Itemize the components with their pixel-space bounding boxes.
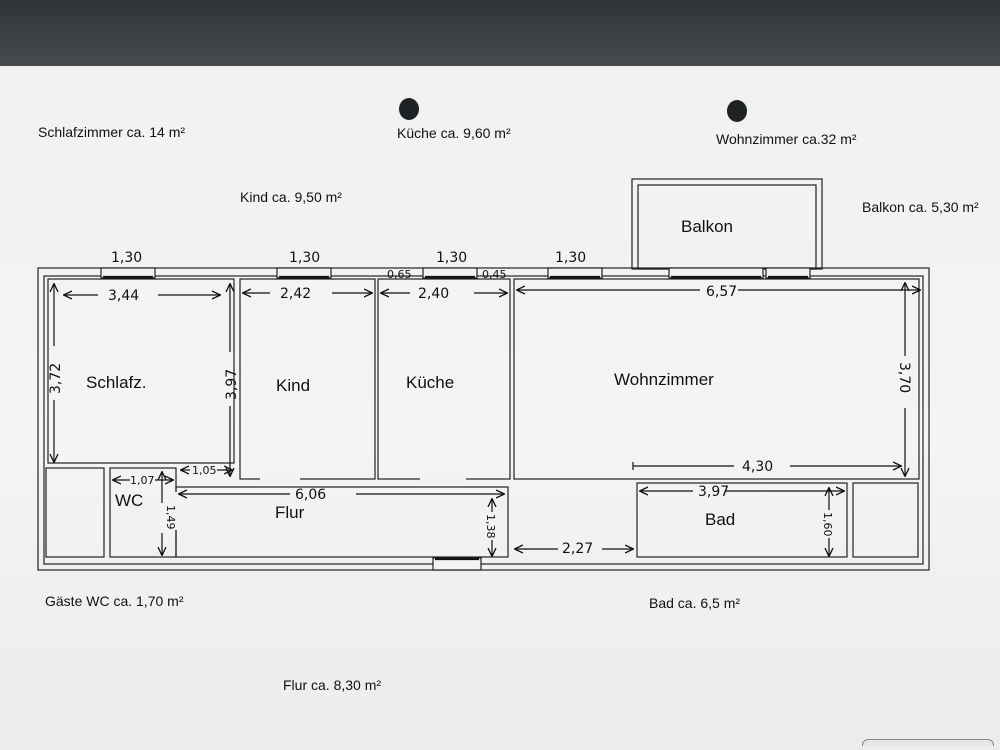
punch-hole-right [727,100,747,122]
room-label-wc: WC [115,491,143,510]
room-label-schlafz: Schlafz. [86,373,146,392]
dim-wc-width: 1,07 [130,474,155,487]
dim-schlaf-height: 3,72 [48,363,64,394]
dim-wc-height: 1,49 [164,505,177,530]
room-kind [239,278,376,480]
dim-window-schlafzimmer: 1,30 [111,250,142,266]
dim-window-kueche: 1,30 [436,250,467,266]
dim-kind-width: 2,42 [280,286,311,302]
room-flur [175,486,509,558]
dim-flur-width: 6,06 [295,487,326,503]
room-store-left [45,467,105,558]
dim-wohn-lower: 4,30 [742,459,773,475]
room-wohnzimmer [513,278,920,480]
dim-bad-width: 3,97 [698,484,729,500]
dim-kueche-right: 0,45 [482,268,507,281]
dim-kind-height: 3,97 [224,369,240,400]
dim-window-kind: 1,30 [289,250,320,266]
room-bad [636,482,848,558]
dim-wc-small: 1,05 [192,464,217,477]
dim-kueche-left: 0,65 [387,268,412,281]
dim-flur-height: 1,38 [484,514,497,539]
inner-wall [43,275,924,565]
dim-kueche-width: 2,40 [418,286,449,302]
area-gaeste-wc: Gäste WC ca. 1,70 m² [45,593,184,609]
dim-wohn-width: 6,57 [706,284,737,300]
floor-plan-sheet [0,66,1000,750]
area-kueche: Küche ca. 9,60 m² [397,125,511,141]
room-label-balkon: Balkon [681,217,733,236]
area-balkon: Balkon ca. 5,30 m² [862,199,979,215]
dim-wohn-height: 3,70 [896,362,912,393]
room-label-kind: Kind [276,376,310,395]
room-store-right [852,482,919,558]
dim-schlaf-width: 3,44 [108,288,139,304]
punch-hole-left [399,98,419,120]
area-bad: Bad ca. 6,5 m² [649,595,741,611]
area-flur: Flur ca. 8,30 m² [283,677,382,693]
room-schlafzimmer [47,278,235,464]
area-kind: Kind ca. 9,50 m² [240,189,342,205]
outer-wall [37,267,930,571]
room-label-kueche: Küche [406,373,454,392]
photo-backdrop [0,0,1000,78]
area-wohnzimmer: Wohnzimmer ca.32 m² [716,131,857,147]
dim-hall-gap: 2,27 [562,541,593,557]
area-schlafzimmer: Schlafzimmer ca. 14 m² [38,124,186,140]
room-label-wohnzimmer: Wohnzimmer [614,370,714,389]
dim-bad-height: 1,60 [821,512,834,537]
room-label-bad: Bad [705,510,735,529]
corner-edge [862,739,994,746]
dim-window-wohnzimmer: 1,30 [555,250,586,266]
room-label-flur: Flur [275,503,305,522]
